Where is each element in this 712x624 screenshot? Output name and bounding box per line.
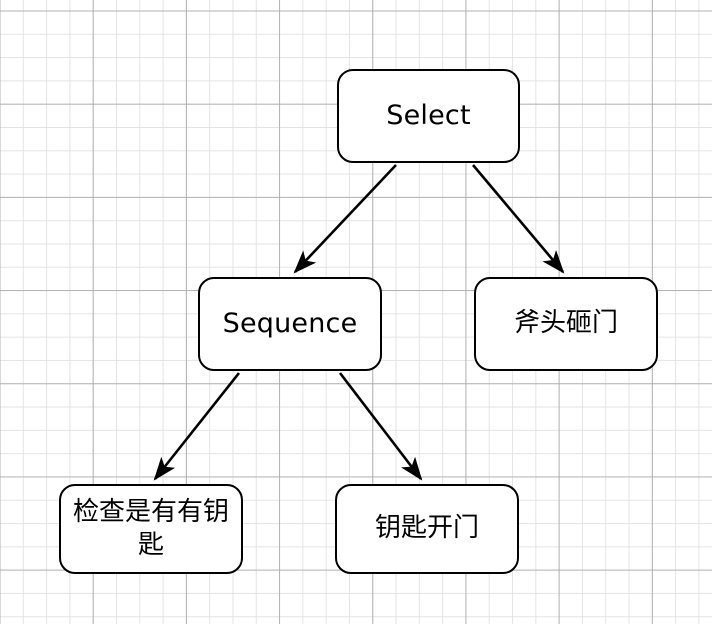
edge-select-to-sequence bbox=[293, 164, 397, 274]
node-axe-break-door[interactable]: 斧头砸门 bbox=[474, 277, 658, 371]
node-key-open-door-label: 钥匙开门 bbox=[374, 513, 479, 544]
node-check-has-key[interactable]: 检查是有有钥匙 bbox=[59, 484, 243, 574]
node-sequence[interactable]: Sequence bbox=[198, 277, 382, 371]
node-sequence-label: Sequence bbox=[222, 307, 358, 339]
node-axe-break-door-label: 斧头砸门 bbox=[513, 308, 618, 339]
edge-sequence-to-check-has-key bbox=[153, 372, 241, 481]
node-select[interactable]: Select bbox=[337, 69, 520, 163]
edge-sequence-to-key-open-door bbox=[338, 372, 423, 481]
node-select-label: Select bbox=[386, 99, 471, 131]
node-key-open-door[interactable]: 钥匙开门 bbox=[335, 484, 519, 574]
node-check-has-key-label: 检查是有有钥匙 bbox=[72, 496, 229, 560]
edge-select-to-axe-break-door bbox=[472, 164, 565, 274]
